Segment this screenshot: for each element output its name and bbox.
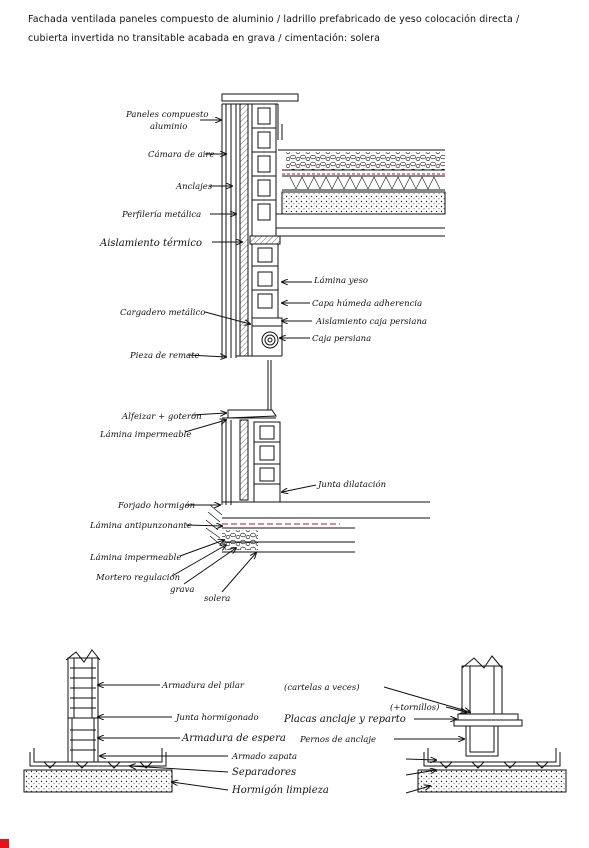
foundation-right: [417, 655, 567, 793]
label-alfeizar: Alfeizar + goterón: [121, 411, 202, 422]
label-armadura-espera: Armadura de espera: [181, 733, 286, 744]
label-mortero: Mortero regulación: [95, 572, 180, 583]
label-grava: grava: [170, 585, 194, 595]
label-anclajes: Anclajes: [175, 182, 213, 192]
label-separadores: Separadores: [232, 767, 296, 778]
label-cartelas: (cartelas a veces): [284, 682, 360, 693]
label-armado-zapata: Armado zapata: [231, 752, 297, 762]
facade-section: [205, 93, 446, 553]
label-junta: Junta dilatación: [316, 479, 386, 490]
label-placas: Placas anclaje y reparto: [283, 714, 406, 725]
label-solera: solera: [204, 594, 230, 604]
label-pernos: Pernos de anclaje: [299, 735, 376, 745]
label-aisl-caja: Aislamiento caja persiana: [315, 317, 427, 327]
label-perfileria: Perfilería metálica: [121, 209, 201, 220]
label-lamina-imp: Lámina impermeable: [99, 429, 191, 440]
label-tornillos: (+tornillos): [390, 702, 439, 713]
label-caja: Caja persiana: [312, 334, 371, 344]
label-lamina-anti: Lámina antipunzonante: [89, 520, 192, 531]
label-forjado: Forjado hormigón: [117, 500, 195, 511]
label-junta-horm: Junta hormigonado: [174, 713, 259, 723]
label-pieza: Pieza de remate: [129, 351, 200, 361]
label-paneles-2: aluminio: [150, 122, 187, 132]
label-cargadero: Cargadero metálico: [120, 307, 205, 318]
label-lamina-imp-2: Lámina impermeable: [89, 552, 181, 563]
header-line-1: Fachada ventilada paneles compuesto de a…: [28, 14, 520, 25]
label-camara: Cámara de aire: [148, 149, 215, 160]
foundation-left: [23, 649, 173, 793]
label-paneles: Paneles compuesto: [125, 110, 209, 120]
label-armadura-pilar: Armadura del pilar: [161, 681, 245, 691]
label-hormigon: Hormigón limpieza: [231, 785, 329, 796]
label-capa: Capa húmeda adherencia: [312, 298, 422, 309]
header-line-2: cubierta invertida no transitable acabad…: [28, 33, 381, 44]
label-aislamiento: Aislamiento térmico: [99, 238, 202, 249]
corner-mark: [0, 839, 9, 848]
label-lamina-yeso: Lámina yeso: [313, 275, 368, 286]
